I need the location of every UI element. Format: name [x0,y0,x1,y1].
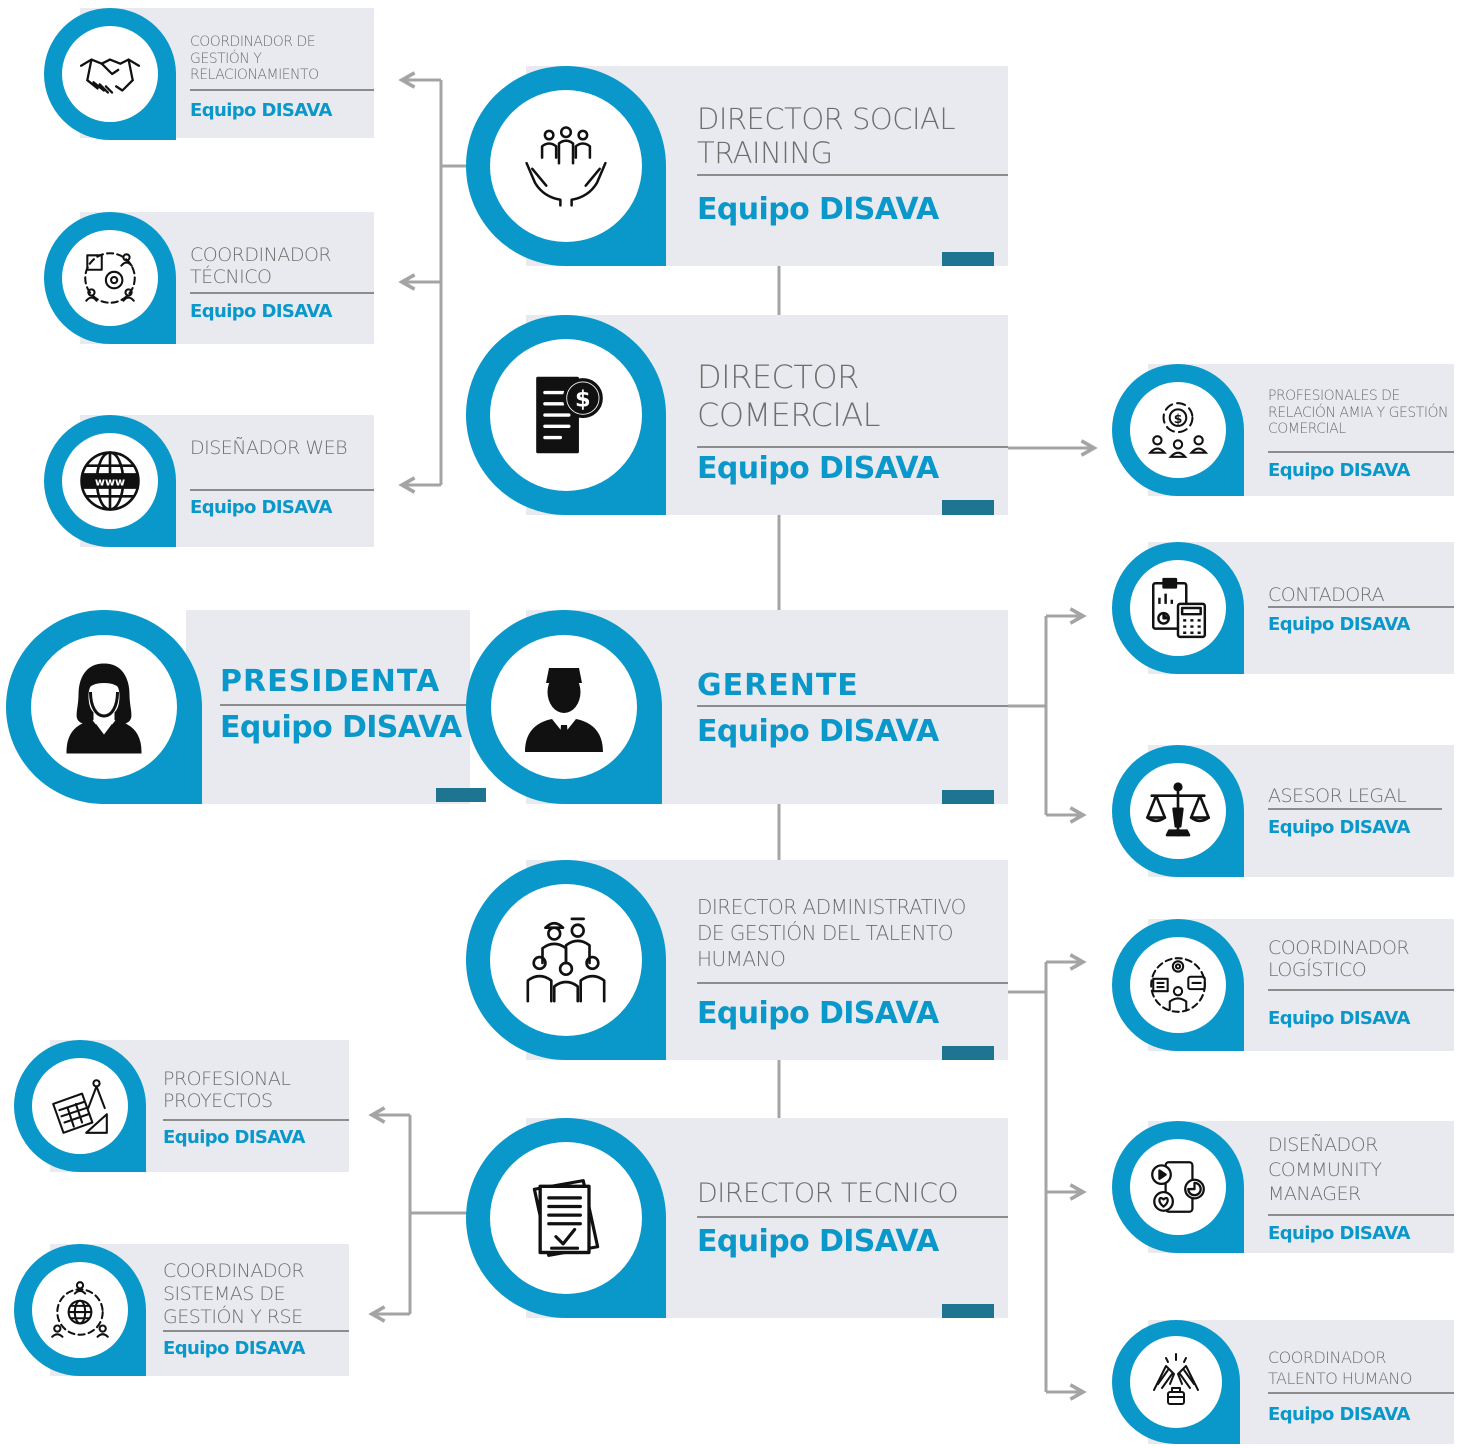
team-label: Equipo DISAVA [1268,460,1410,481]
money-team-icon: $ [1130,382,1226,478]
divider [220,704,470,706]
svg-text:www: www [95,475,125,488]
accent-bar [436,788,486,802]
accent-bar [942,1304,994,1318]
blueprint-compass-icon [32,1058,128,1154]
invoice-dollar-icon: $ [490,339,642,491]
node-director-comercial[interactable]: $ DIRECTOR COMERCIAL Equipo DISAVA [466,315,1008,515]
divider [190,489,374,491]
global-network-icon [32,1262,128,1358]
node-coordinador-sistemas[interactable]: COORDINADOR SISTEMAS DE GESTIÓN Y RSE Eq… [14,1244,349,1376]
node-title: DIRECTOR TECNICO [697,1178,959,1209]
divider [697,446,1008,448]
node-title: PROFESIONALES DE RELACIÓN AMIA Y GESTIÓN… [1268,388,1448,438]
team-label: Equipo DISAVA [163,1338,305,1359]
logistics-person-icon [1130,937,1226,1033]
accent-bar [942,252,994,266]
woman-avatar-icon [31,635,177,779]
node-title: COORDINADOR LOGÍSTICO [1268,937,1410,982]
team-label: Equipo DISAVA [220,710,462,745]
handshake-icon [62,26,158,122]
node-title: PROFESIONAL PROYECTOS [163,1068,291,1113]
team-label: Equipo DISAVA [190,497,332,518]
divider [697,705,1008,707]
hands-people-icon [490,90,642,242]
divider [190,89,374,91]
node-coordinador-gestion[interactable]: COORDINADOR DE GESTIÓN Y RELACIONAMIENTO… [44,8,374,140]
node-asesor-legal[interactable]: ASESOR LEGAL Equipo DISAVA [1112,745,1454,877]
team-label: Equipo DISAVA [1268,1223,1410,1244]
accent-bar [942,500,994,515]
node-title: COORDINADOR TÉCNICO [190,244,332,289]
divider [163,1330,349,1332]
team-label: Equipo DISAVA [697,451,939,486]
team-label: Equipo DISAVA [697,192,939,227]
workers-group-icon [490,884,642,1036]
node-title: COORDINADOR SISTEMAS DE GESTIÓN Y RSE [163,1260,305,1328]
checklist-document-icon [490,1142,642,1294]
node-title: CONTADORA [1268,584,1385,606]
node-title: COORDINADOR DE GESTIÓN Y RELACIONAMIENTO [190,34,319,84]
node-director-social[interactable]: DIRECTOR SOCIAL TRAINING Equipo DISAVA [466,66,1008,266]
node-title: DIRECTOR SOCIAL TRAINING [697,102,956,171]
scales-icon [1130,763,1226,859]
node-title: ASESOR LEGAL [1268,785,1407,807]
node-profesional-proyectos[interactable]: PROFESIONAL PROYECTOS Equipo DISAVA [14,1040,349,1172]
team-label: Equipo DISAVA [1268,1008,1410,1029]
divider [1268,606,1454,608]
team-label: Equipo DISAVA [1268,614,1410,635]
accent-bar [942,1046,994,1060]
globe-www-icon: www [62,433,158,529]
node-disenador-community[interactable]: DISEÑADOR COMMUNITY MANAGER Equipo DISAV… [1112,1121,1454,1253]
team-label: Equipo DISAVA [190,100,332,121]
node-title: PRESIDENTA [220,664,441,699]
node-disenador-web[interactable]: www DISEÑADOR WEB Equipo DISAVA [44,415,374,547]
divider [1268,808,1442,810]
team-label: Equipo DISAVA [1268,817,1410,838]
node-title: GERENTE [697,668,859,703]
divider [163,1119,349,1121]
puzzle-gears-icon [62,230,158,326]
team-label: Equipo DISAVA [697,1224,939,1259]
high-five-icon [1130,1336,1222,1428]
divider [697,982,1008,984]
node-coordinador-logistico[interactable]: COORDINADOR LOGÍSTICO Equipo DISAVA [1112,919,1454,1051]
divider [1268,1392,1454,1394]
node-presidenta[interactable]: PRESIDENTA Equipo DISAVA [6,610,486,804]
node-contadora[interactable]: CONTADORA Equipo DISAVA [1112,542,1454,674]
divider [697,1216,1008,1218]
businessman-avatar-icon [491,635,637,779]
team-label: Equipo DISAVA [697,714,939,749]
node-profesionales-relacion[interactable]: $ PROFESIONALES DE RELACIÓN AMIA Y GESTI… [1112,364,1454,496]
team-label: Equipo DISAVA [697,996,939,1031]
team-label: Equipo DISAVA [1268,1404,1410,1425]
team-label: Equipo DISAVA [190,301,332,322]
accent-bar [942,790,994,804]
divider [1268,451,1454,453]
calculator-report-icon [1130,560,1226,656]
node-director-tecnico[interactable]: DIRECTOR TECNICO Equipo DISAVA [466,1118,1008,1318]
node-coordinador-talento[interactable]: COORDINADOR TALENTO HUMANO Equipo DISAVA [1112,1320,1454,1444]
node-title: COORDINADOR TALENTO HUMANO [1268,1348,1412,1388]
node-gerente[interactable]: GERENTE Equipo DISAVA [466,610,1008,804]
node-director-administrativo[interactable]: DIRECTOR ADMINISTRATIVO DE GESTIÓN DEL T… [466,860,1008,1060]
svg-text:$: $ [575,387,591,413]
divider [1268,1214,1454,1216]
node-title: DIRECTOR ADMINISTRATIVO DE GESTIÓN DEL T… [697,895,966,971]
node-coordinador-tecnico[interactable]: COORDINADOR TÉCNICO Equipo DISAVA [44,212,374,344]
social-media-icon [1130,1139,1226,1235]
divider [1268,989,1454,991]
divider [697,174,1008,176]
node-title: DISEÑADOR COMMUNITY MANAGER [1268,1134,1382,1206]
node-title: DIRECTOR COMERCIAL [697,358,881,434]
divider [190,292,374,294]
node-title: DISEÑADOR WEB [190,437,348,459]
svg-text:$: $ [1174,412,1183,426]
team-label: Equipo DISAVA [163,1127,305,1148]
